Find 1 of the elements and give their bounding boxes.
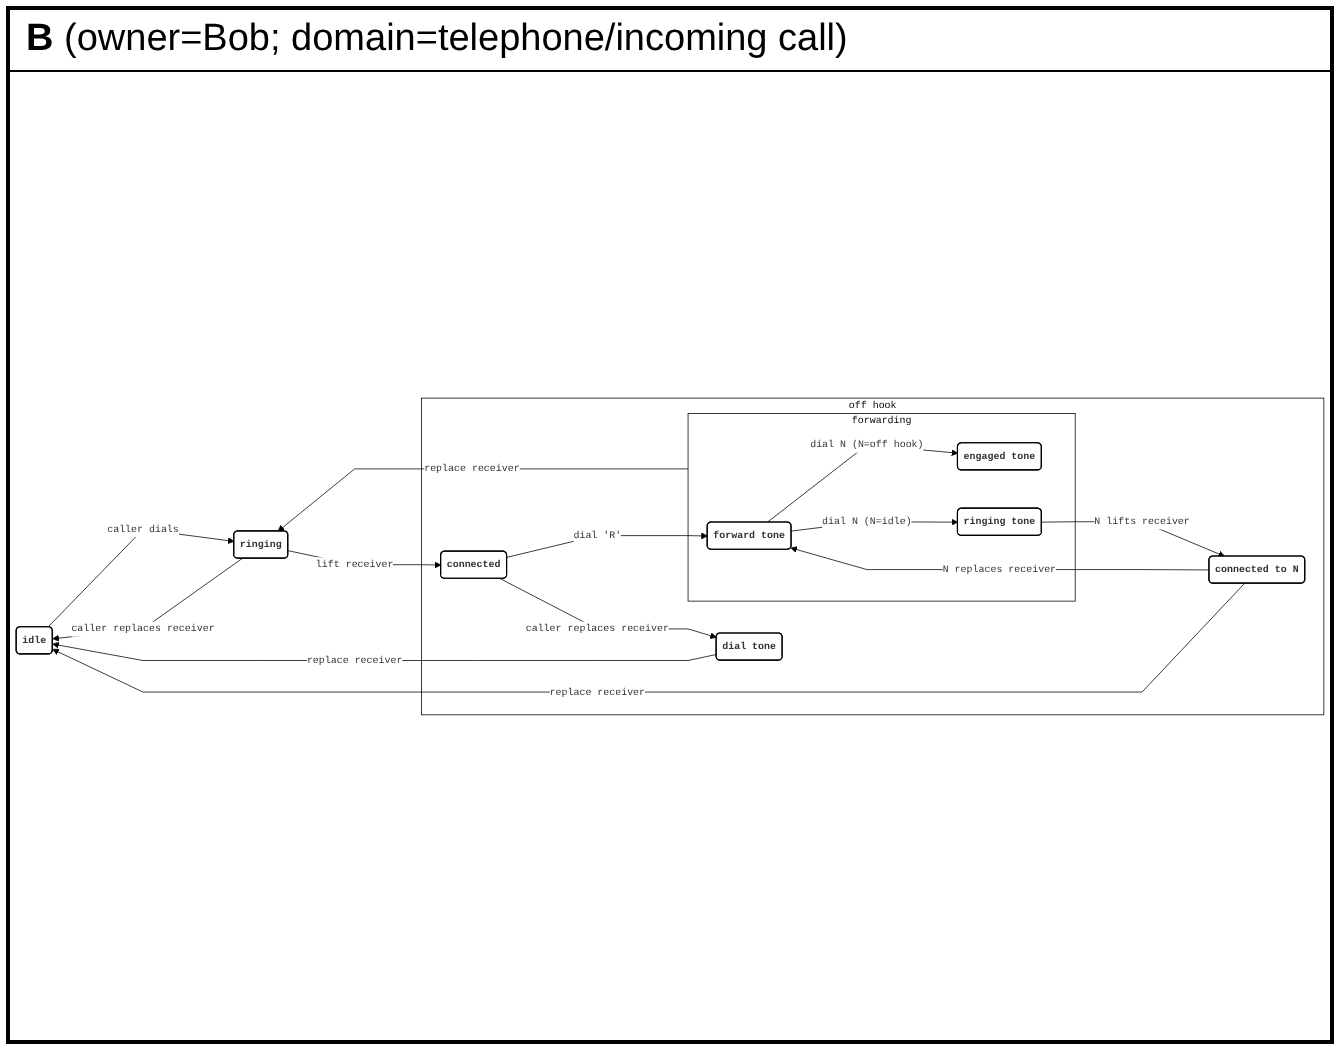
diagram-title: B (owner=Bob; domain=telephone/incoming call) — [10, 10, 1330, 72]
